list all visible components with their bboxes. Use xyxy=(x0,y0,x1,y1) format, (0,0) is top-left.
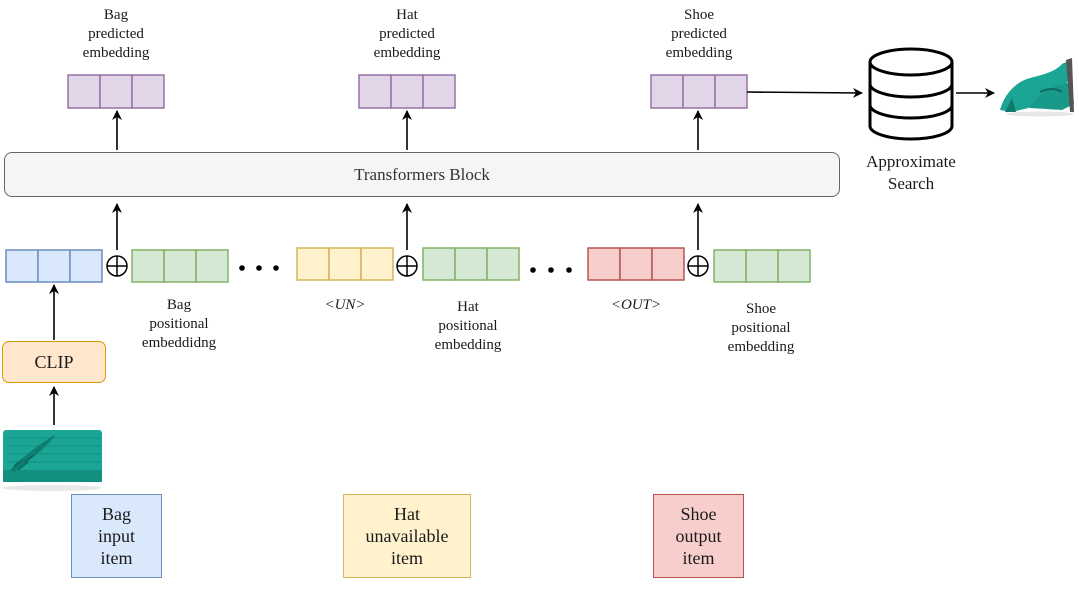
arrow-to-search xyxy=(746,87,863,98)
hat-positional-label: Hat positional embedding xyxy=(434,299,502,353)
clip-label: CLIP xyxy=(34,352,74,372)
shoe-output-image xyxy=(1000,58,1074,117)
bag-item-embedding xyxy=(5,249,103,283)
hat-predicted-label: Hat predicted embedding xyxy=(373,7,441,61)
bag-add-operator-icon xyxy=(106,255,128,277)
approximate-search-label: Approximate Search xyxy=(866,152,956,193)
hat-add-operator-icon xyxy=(396,255,418,277)
shoe-predicted-label: Shoe predicted embedding xyxy=(665,7,733,61)
bag-positional-label: Bag positional embeddidng xyxy=(141,297,217,351)
shoe-predicted-embedding xyxy=(650,74,748,109)
bag-predicted-label: Bag predicted embedding xyxy=(82,7,150,61)
ellipsis-icon xyxy=(239,265,279,271)
un-token-embedding xyxy=(296,247,394,281)
shoe-add-operator-icon xyxy=(687,255,709,277)
un-token-label: <UN> xyxy=(324,297,366,313)
out-token-label: <OUT> xyxy=(610,297,662,313)
legend-bag-input-item: Bag input item xyxy=(71,494,162,578)
transformers-block-label: Transformers Block xyxy=(354,164,490,184)
transformers-block: Transformers Block xyxy=(4,152,840,197)
legend-hat-unavailable-item: Hat unavailable item xyxy=(343,494,471,578)
bag-positional-embedding xyxy=(131,249,229,283)
shoe-positional-embedding xyxy=(713,249,811,283)
shoe-positional-label: Shoe positional embedding xyxy=(727,301,795,355)
bag-predicted-embedding xyxy=(67,74,165,109)
database-icon xyxy=(868,47,954,141)
ellipsis-icon xyxy=(530,267,572,273)
hat-predicted-embedding xyxy=(358,74,456,109)
legend-shoe-output-item: Shoe output item xyxy=(653,494,744,578)
bag-input-image xyxy=(2,430,102,491)
out-token-embedding xyxy=(587,247,685,281)
hat-positional-embedding xyxy=(422,247,520,281)
clip-encoder: CLIP xyxy=(2,341,106,383)
